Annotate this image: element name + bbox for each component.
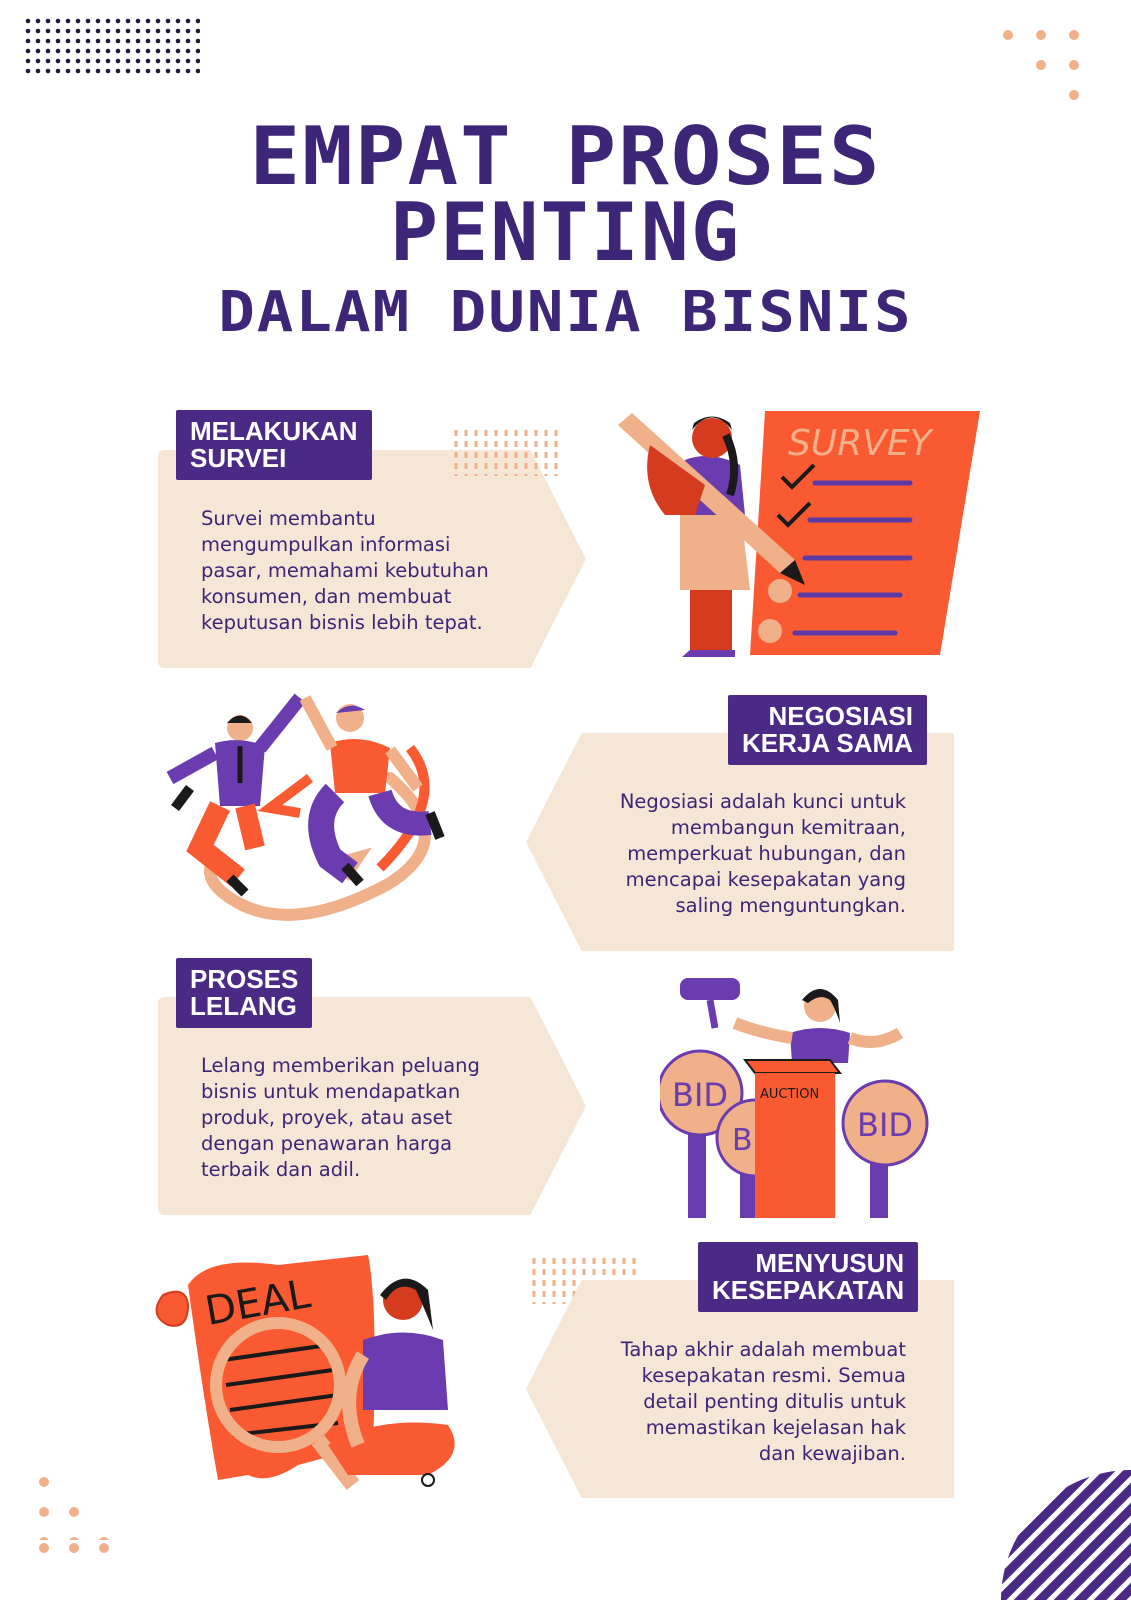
bid-sign-left: BID xyxy=(672,1076,728,1114)
deal-illustration: DEAL xyxy=(155,1255,455,1490)
section-auction-tag: PROSES LELANG xyxy=(176,958,313,1028)
dash-pattern-1 xyxy=(454,430,558,476)
section-negotiation-card xyxy=(526,733,954,951)
section-agreement-card xyxy=(526,1280,954,1498)
section-auction-tag-line2: LELANG xyxy=(190,991,297,1021)
dots-top-right xyxy=(1003,30,1079,100)
section-negotiation-tag-line1: NEGOSIASI xyxy=(768,701,913,731)
section-survey-tag-line2: SURVEI xyxy=(190,443,287,473)
section-auction-card xyxy=(158,997,586,1215)
section-agreement-tag: MENYUSUN KESEPAKATAN xyxy=(698,1242,919,1312)
high-five-illustration xyxy=(166,693,445,921)
bid-sign-right: BID xyxy=(857,1106,913,1144)
section-survey-tag: MELAKUKAN SURVEI xyxy=(176,410,372,480)
section-negotiation-tag-line2: KERJA SAMA xyxy=(742,728,913,758)
title-line-2: PENTING xyxy=(389,186,742,279)
striped-circle-bottom-right xyxy=(1001,1470,1131,1600)
dots-bottom-left xyxy=(39,1477,109,1540)
section-survey-text: Survei membantu mengumpulkan informasi p… xyxy=(201,507,489,634)
section-agreement-text: Tahap akhir adalah membuat kesepakatan r… xyxy=(620,1338,906,1465)
section-auction-tag-line1: PROSES xyxy=(190,964,299,994)
section-agreement-tag-line2: KESEPAKATAN xyxy=(712,1275,905,1305)
dot-grid-top-left xyxy=(25,18,200,74)
section-auction-text: Lelang memberikan peluang bisnis untuk m… xyxy=(201,1054,480,1181)
dots-bottom-left-row3 xyxy=(39,1543,109,1553)
section-negotiation-text: Negosiasi adalah kunci untuk membangun k… xyxy=(619,790,906,917)
auction-illustration: BID BI BID AUCTION xyxy=(660,978,929,1218)
section-survey-tag-line1: MELAKUKAN xyxy=(190,416,358,446)
subtitle: DALAM DUNIA BISNIS xyxy=(218,280,913,345)
section-negotiation-tag: NEGOSIASI KERJA SAMA xyxy=(728,695,927,765)
section-survey-card xyxy=(158,450,586,668)
survey-paper-label: SURVEY xyxy=(788,423,935,464)
survey-illustration: SURVEY xyxy=(618,411,980,657)
auction-podium-label: AUCTION xyxy=(760,1087,819,1102)
title-line-1: EMPAT PROSES xyxy=(249,110,882,203)
section-agreement-tag-line1: MENYUSUN xyxy=(755,1248,905,1278)
